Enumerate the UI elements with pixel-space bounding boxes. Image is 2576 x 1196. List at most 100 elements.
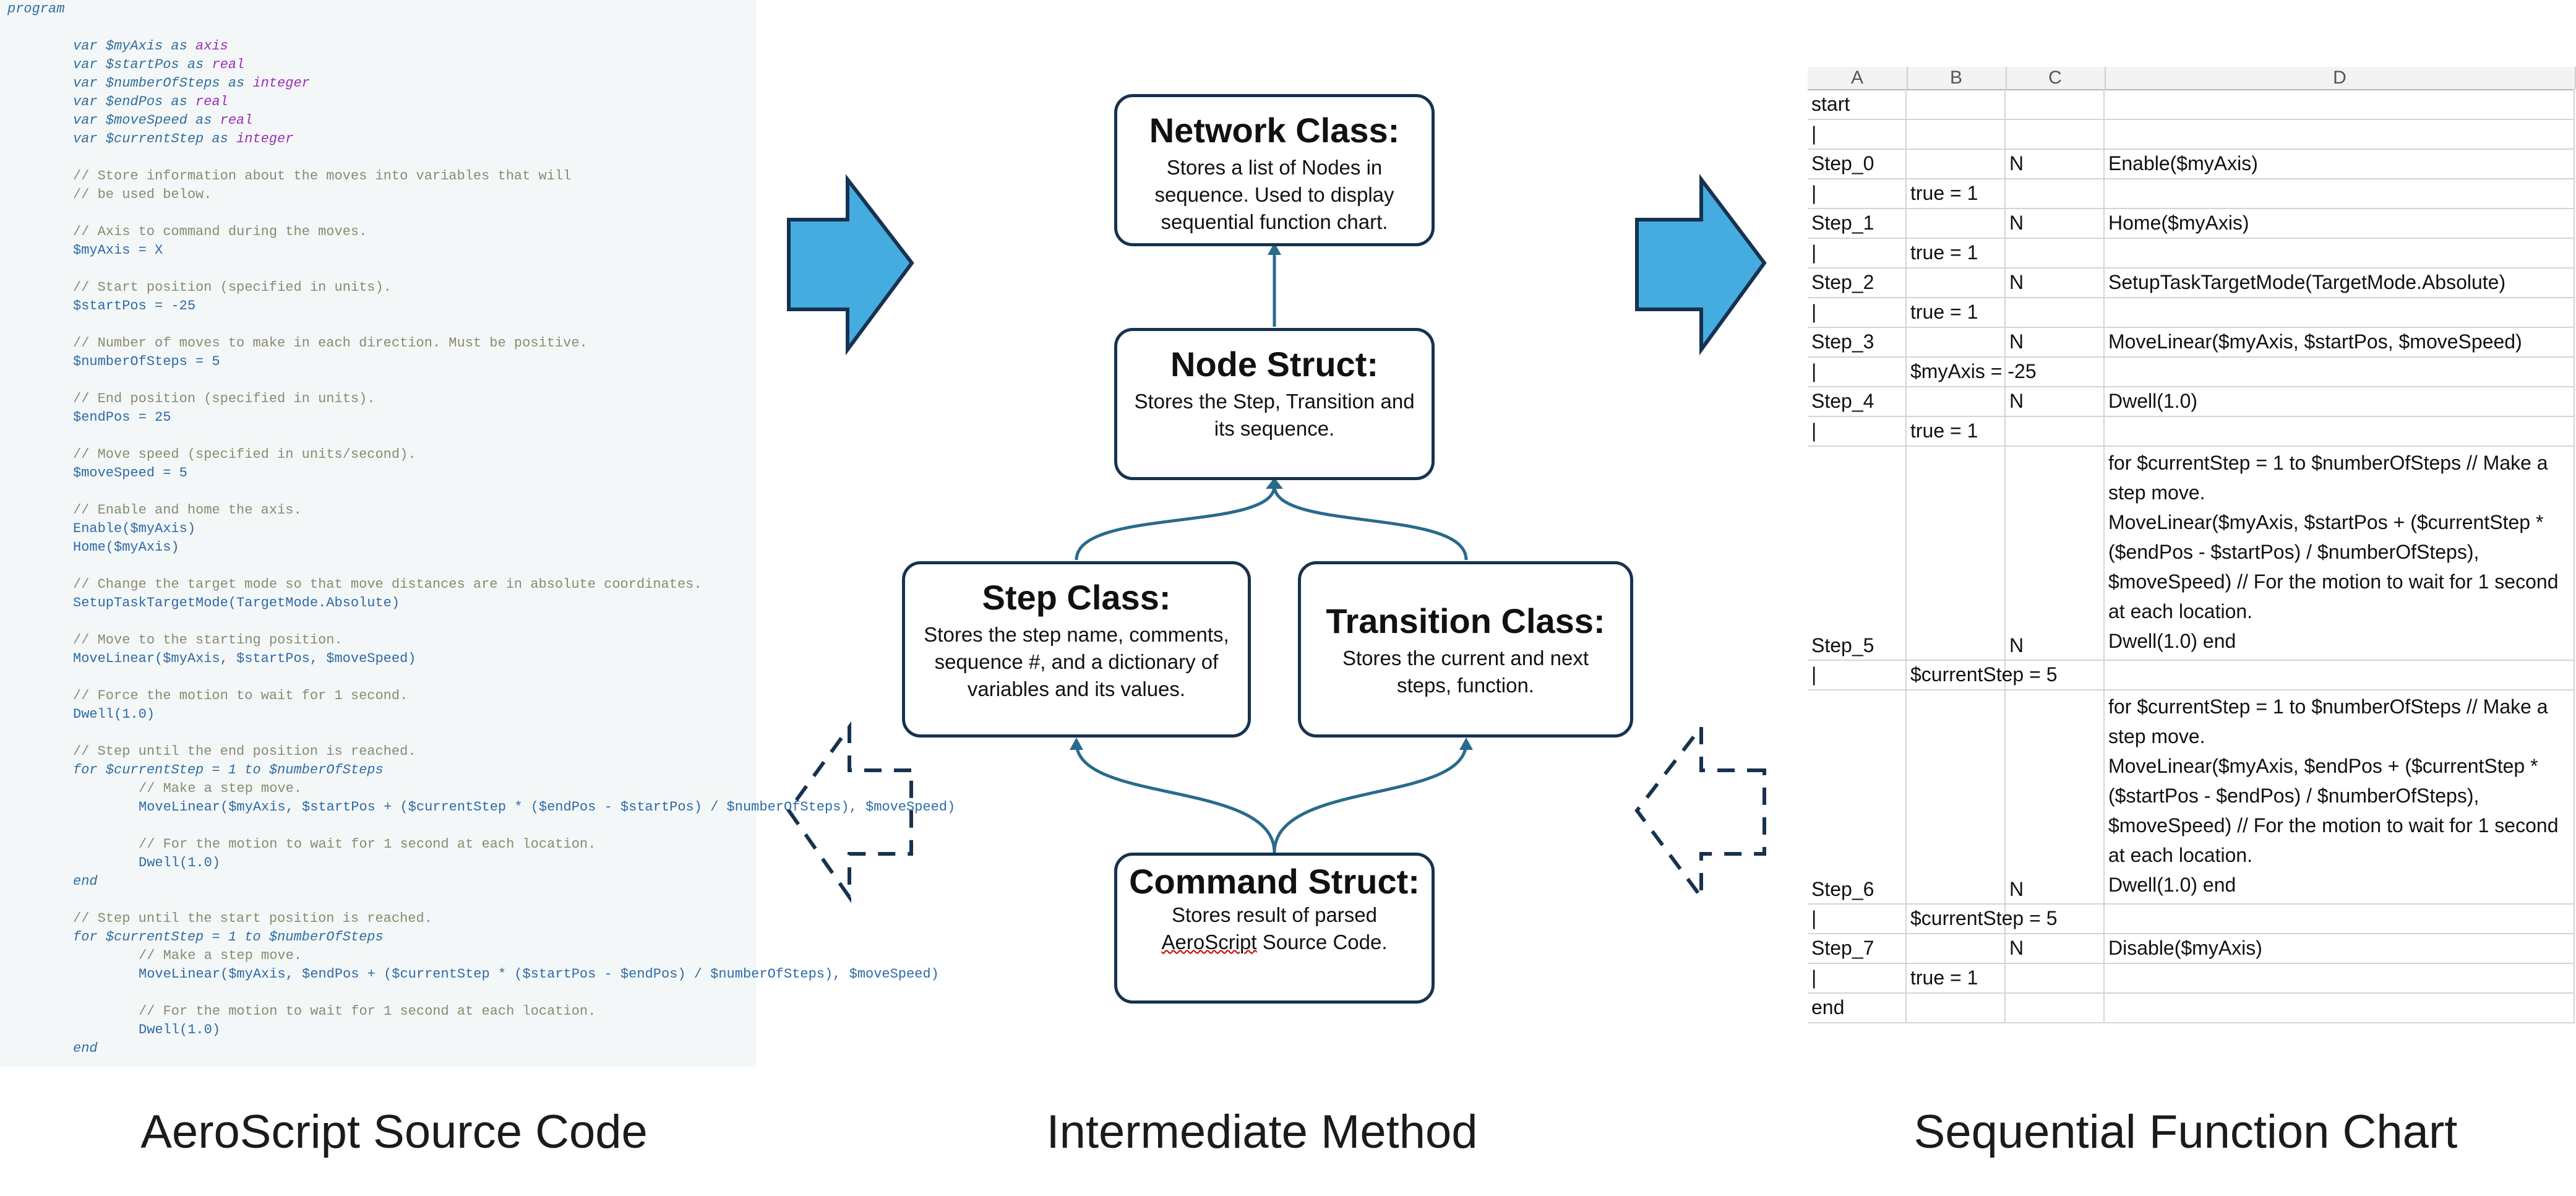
cell-b[interactable]: $myAxis = -25 bbox=[1907, 356, 2037, 386]
code-line: // Enable and home the axis. bbox=[73, 502, 302, 518]
cell-c[interactable]: N bbox=[2006, 445, 2105, 660]
code-line: end bbox=[73, 1041, 98, 1056]
cell-d[interactable]: MoveLinear($myAxis, $startPos, $moveSpee… bbox=[2105, 327, 2575, 356]
command-struct-desc: Stores result of parsed AeroScript Sourc… bbox=[1117, 901, 1432, 956]
cell-d[interactable] bbox=[2105, 297, 2575, 327]
code-line: $myAxis = X bbox=[73, 243, 163, 258]
cell-d[interactable] bbox=[2105, 178, 2575, 208]
column-header-c[interactable]: C bbox=[2006, 67, 2106, 89]
cell-b[interactable]: true = 1 bbox=[1907, 178, 2006, 208]
cell-b[interactable]: true = 1 bbox=[1907, 416, 2006, 445]
cell-a[interactable]: | bbox=[1808, 238, 1907, 267]
cell-b[interactable] bbox=[1907, 148, 2006, 178]
cell-b[interactable]: true = 1 bbox=[1907, 963, 2006, 992]
cell-d[interactable]: Dwell(1.0) bbox=[2105, 386, 2575, 416]
cell-b[interactable] bbox=[1907, 445, 2006, 660]
cell-a[interactable]: Step_2 bbox=[1808, 267, 1907, 297]
cell-b[interactable] bbox=[1907, 267, 2006, 297]
cell-a[interactable]: | bbox=[1808, 297, 1907, 327]
cell-a[interactable]: | bbox=[1808, 903, 1907, 933]
arrowhead-icon bbox=[1266, 478, 1283, 489]
cell-c[interactable] bbox=[2006, 903, 2105, 933]
cell-d[interactable] bbox=[2105, 992, 2575, 1022]
arrowhead-icon bbox=[1459, 738, 1473, 750]
cell-d[interactable]: for $currentStep = 1 to $numberOfSteps /… bbox=[2105, 445, 2575, 660]
cell-b[interactable] bbox=[1907, 386, 2006, 416]
connector-step-to-node bbox=[1075, 485, 1276, 561]
cell-d[interactable]: Disable($myAxis) bbox=[2105, 933, 2575, 963]
type-keyword: real bbox=[220, 113, 253, 128]
cell-c[interactable] bbox=[2006, 89, 2105, 119]
cell-c[interactable] bbox=[2006, 178, 2105, 208]
cell-c[interactable] bbox=[2006, 416, 2105, 445]
cell-b[interactable]: true = 1 bbox=[1907, 238, 2006, 267]
cell-b[interactable] bbox=[1907, 208, 2006, 238]
cell-c[interactable] bbox=[2006, 356, 2105, 386]
cell-d[interactable]: SetupTaskTargetMode(TargetMode.Absolute) bbox=[2105, 267, 2575, 297]
node-struct-title: Node Struct: bbox=[1170, 345, 1378, 384]
cell-c[interactable]: N bbox=[2006, 327, 2105, 356]
cell-c[interactable] bbox=[2006, 119, 2105, 148]
cell-a[interactable]: | bbox=[1808, 660, 1907, 689]
table-row: |$currentStep = 5 bbox=[1808, 903, 2575, 934]
column-header-b[interactable]: B bbox=[1907, 67, 2007, 89]
code-line: Enable($myAxis) bbox=[73, 521, 196, 536]
cell-c[interactable] bbox=[2006, 963, 2105, 992]
cell-a[interactable]: Step_7 bbox=[1808, 933, 1907, 963]
cell-b[interactable] bbox=[1907, 89, 2006, 119]
cell-a[interactable]: Step_4 bbox=[1808, 386, 1907, 416]
cell-d[interactable] bbox=[2105, 89, 2575, 119]
cell-c[interactable] bbox=[2006, 238, 2105, 267]
cell-d[interactable]: Enable($myAxis) bbox=[2105, 148, 2575, 178]
cell-b[interactable] bbox=[1907, 933, 2006, 963]
cell-c[interactable] bbox=[2006, 297, 2105, 327]
cell-c[interactable] bbox=[2006, 992, 2105, 1022]
cell-d[interactable] bbox=[2105, 660, 2575, 689]
cell-a[interactable]: Step_0 bbox=[1808, 148, 1907, 178]
cell-d[interactable] bbox=[2105, 238, 2575, 267]
cell-c[interactable]: N bbox=[2006, 689, 2105, 903]
cell-c[interactable]: N bbox=[2006, 208, 2105, 238]
code-line: var $startPos as real bbox=[73, 57, 245, 72]
cell-b[interactable]: $currentStep = 5 bbox=[1907, 660, 2057, 689]
code-line: for $currentStep = 1 to $numberOfSteps bbox=[73, 762, 384, 778]
cell-b[interactable] bbox=[1907, 327, 2006, 356]
cell-a[interactable]: | bbox=[1808, 356, 1907, 386]
cell-d[interactable]: Home($myAxis) bbox=[2105, 208, 2575, 238]
cell-c[interactable]: N bbox=[2006, 386, 2105, 416]
cell-b[interactable] bbox=[1907, 119, 2006, 148]
cell-b[interactable] bbox=[1907, 992, 2006, 1022]
cell-c[interactable]: N bbox=[2006, 148, 2105, 178]
cell-a[interactable]: | bbox=[1808, 178, 1907, 208]
column-header-a[interactable]: A bbox=[1808, 67, 1908, 89]
table-row: |$myAxis = -25 bbox=[1808, 356, 2575, 387]
cell-d[interactable] bbox=[2105, 903, 2575, 933]
arrowhead-icon bbox=[1268, 243, 1281, 255]
cell-a[interactable]: | bbox=[1808, 119, 1907, 148]
cell-d[interactable] bbox=[2105, 416, 2575, 445]
cell-a[interactable]: Step_5 bbox=[1808, 445, 1907, 660]
cell-b[interactable]: $currentStep = 5 bbox=[1907, 903, 2057, 933]
cell-c[interactable]: N bbox=[2006, 933, 2105, 963]
cell-d[interactable] bbox=[2105, 119, 2575, 148]
cell-c[interactable]: N bbox=[2006, 267, 2105, 297]
cell-a[interactable]: start bbox=[1808, 89, 1907, 119]
code-line: MoveLinear($myAxis, $startPos, $moveSpee… bbox=[73, 651, 416, 666]
cell-a[interactable]: end bbox=[1808, 992, 1907, 1022]
cell-b[interactable] bbox=[1907, 689, 2006, 903]
cell-a[interactable]: | bbox=[1808, 963, 1907, 992]
cell-a[interactable]: Step_1 bbox=[1808, 208, 1907, 238]
cell-d[interactable] bbox=[2105, 356, 2575, 386]
cell-c[interactable] bbox=[2006, 660, 2105, 689]
cell-d[interactable]: for $currentStep = 1 to $numberOfSteps /… bbox=[2105, 689, 2575, 903]
cell-d[interactable] bbox=[2105, 963, 2575, 992]
cell-a[interactable]: | bbox=[1808, 416, 1907, 445]
cell-a[interactable]: Step_3 bbox=[1808, 327, 1907, 356]
cell-a[interactable]: Step_6 bbox=[1808, 689, 1907, 903]
cell-b[interactable]: true = 1 bbox=[1907, 297, 2006, 327]
column-header-d[interactable]: D bbox=[2105, 67, 2576, 89]
